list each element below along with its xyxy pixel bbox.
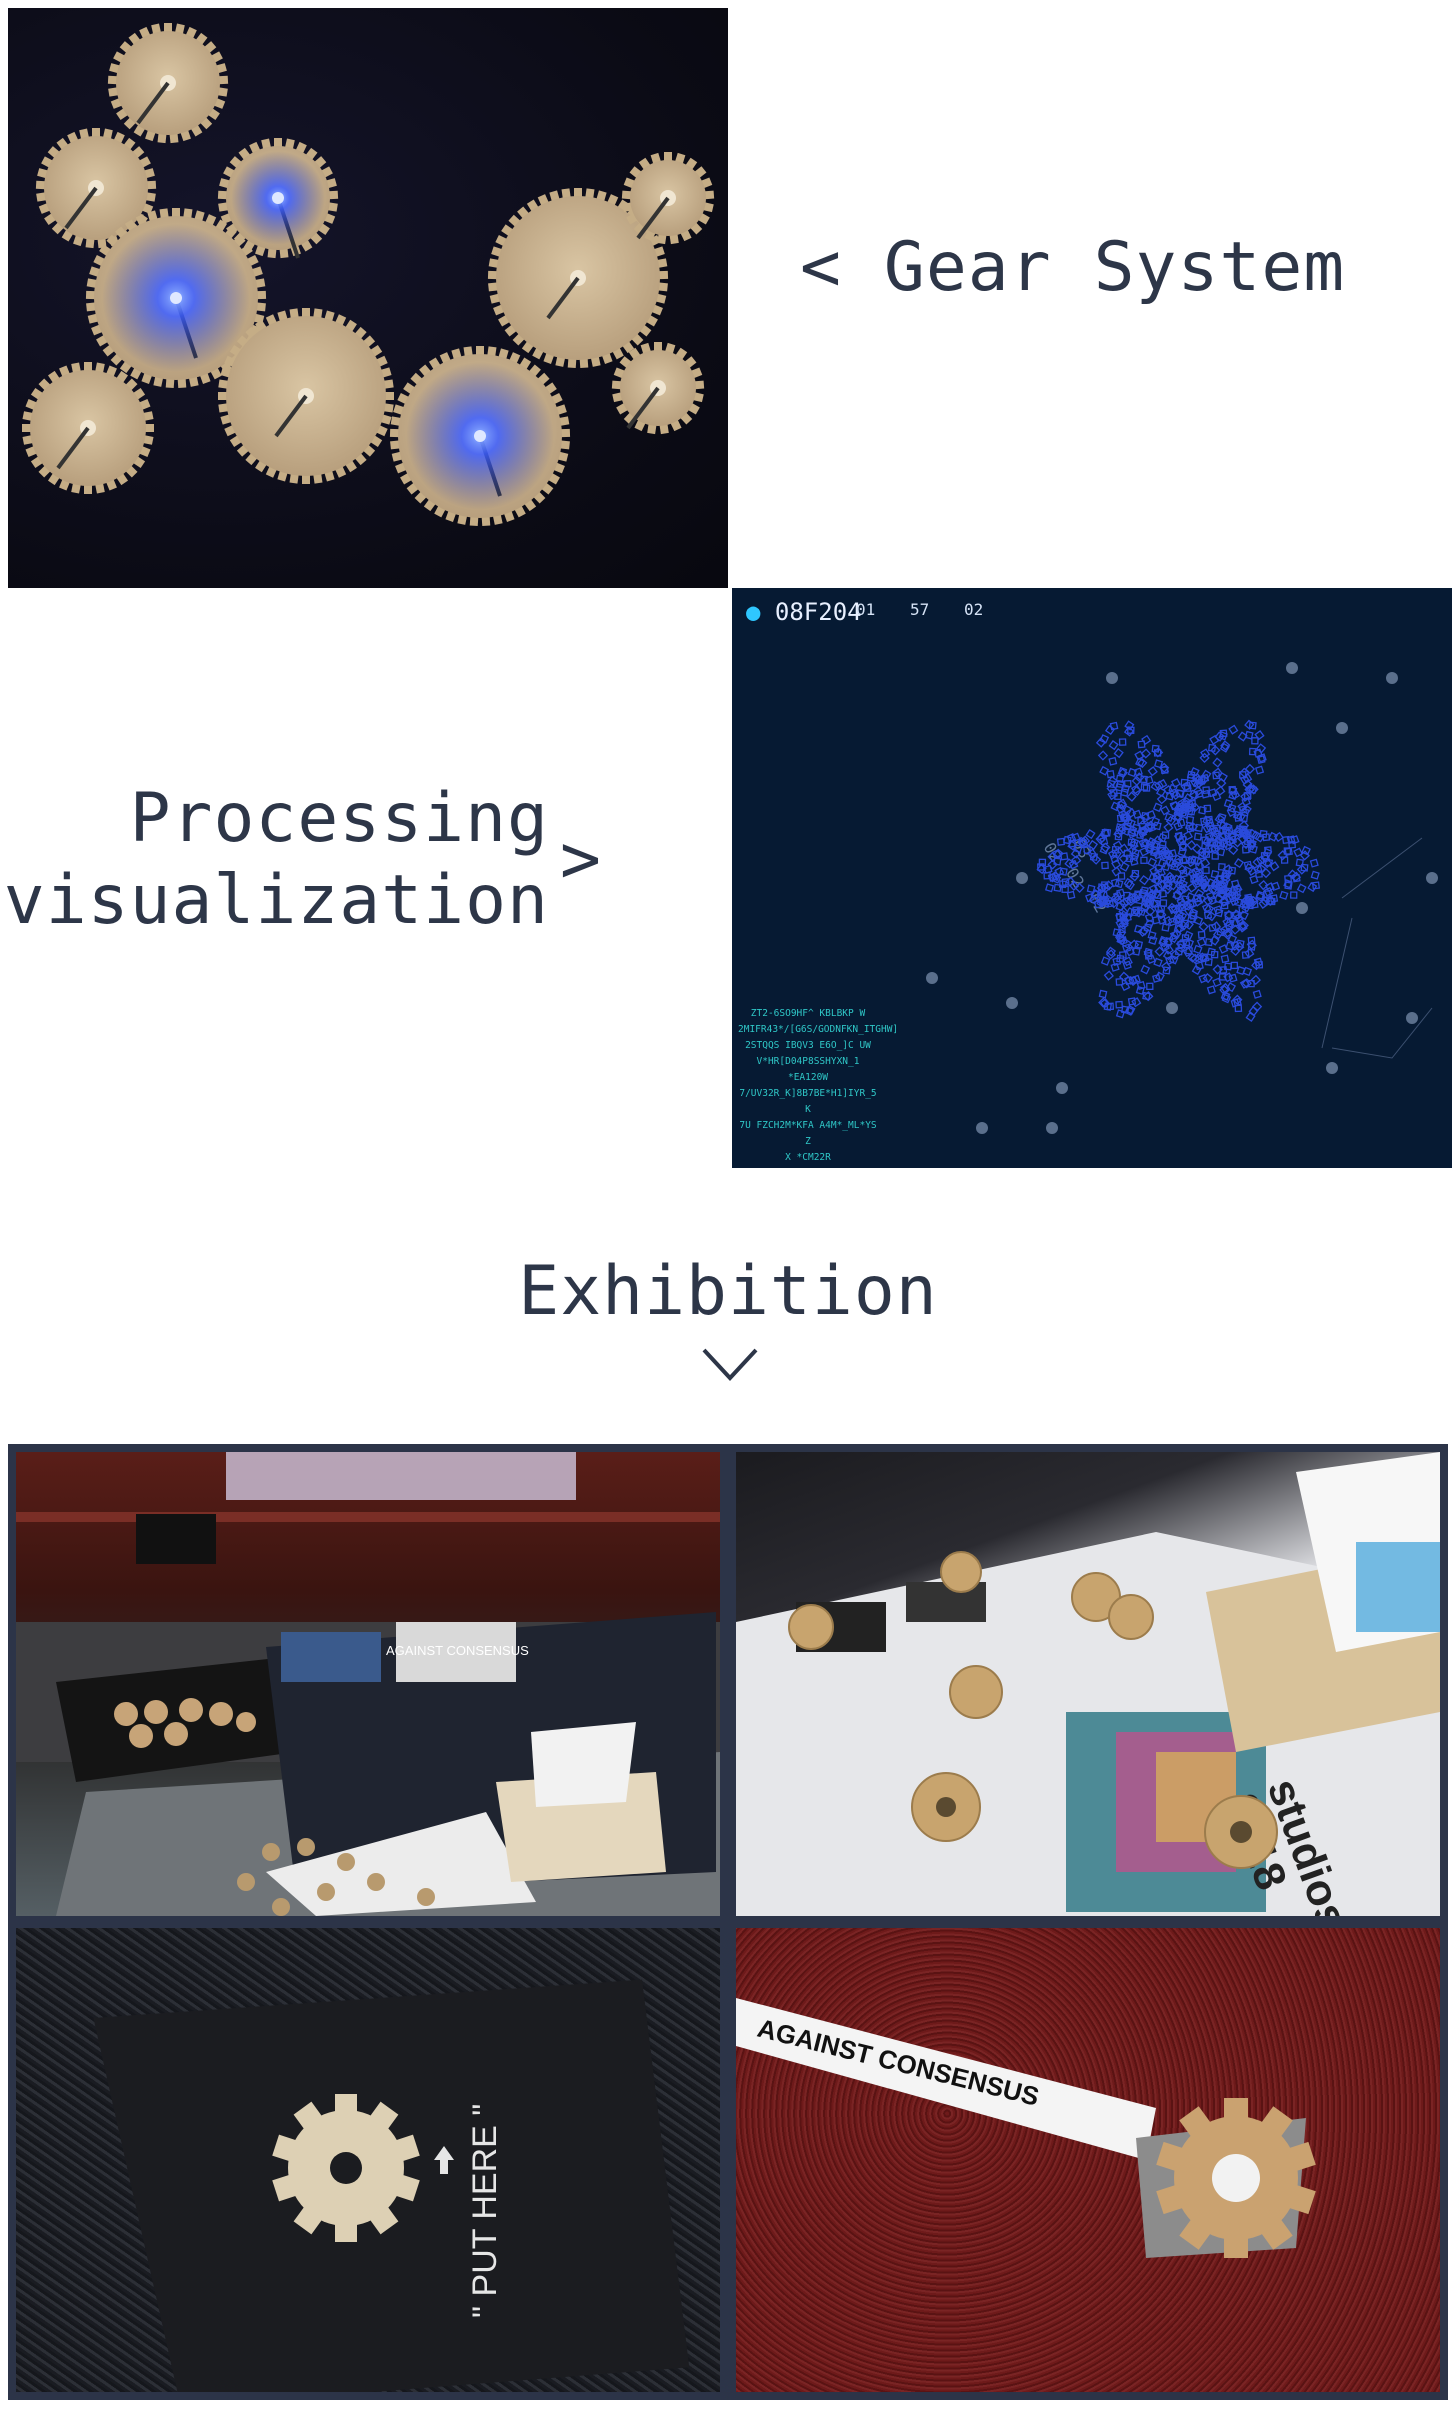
poster-title: AGAINST CONSENSUS — [386, 1643, 529, 1658]
chevron-down-icon — [702, 1348, 758, 1382]
exhibition-photo-table: AGAINST CONSENSUS — [16, 1452, 720, 1916]
processing-visualization: 02020203 ● 08F204 01 57 02 ZT2-6SO9HF^ K… — [732, 588, 1452, 1168]
put-here-card-illustration: " PUT HERE " — [16, 1928, 720, 2392]
brochures-illustration: studios2018 — [736, 1452, 1440, 1916]
viz-header-number: 02 — [964, 600, 983, 619]
gear-system-caption: < Gear System — [800, 228, 1345, 307]
viz-id-label: ● 08F204 — [746, 598, 862, 626]
exhibition-caption: Exhibition — [0, 1252, 1456, 1331]
card-text: " PUT HERE " — [466, 2104, 504, 2318]
viz-header-number: 01 — [856, 600, 875, 619]
viz-bullet-icon: ● — [746, 598, 760, 626]
against-consensus-strip-illustration: AGAINST CONSENSUS — [736, 1928, 1440, 2392]
exhibition-photo-brochures: studios2018 — [736, 1452, 1440, 1916]
exhibition-table-illustration: AGAINST CONSENSUS — [16, 1452, 720, 1916]
processing-arrow: > — [560, 820, 602, 899]
viz-text-block: ZT2-6SO9HF^ KBLBKP W 2MIFR43*/[G6S/GODNF… — [738, 1006, 878, 1166]
exhibition-photo-grid: AGAINST CONSENSUS studios2018 — [8, 1444, 1448, 2400]
exhibition-photo-put-here: " PUT HERE " — [16, 1928, 720, 2392]
viz-id-text: 08F204 — [775, 598, 862, 626]
gear-system-photo — [8, 8, 728, 588]
exhibition-photo-strip: AGAINST CONSENSUS — [736, 1928, 1440, 2392]
processing-caption: Processing visualization — [4, 778, 549, 942]
viz-header-number: 57 — [910, 600, 929, 619]
gear-system-illustration — [8, 8, 728, 588]
